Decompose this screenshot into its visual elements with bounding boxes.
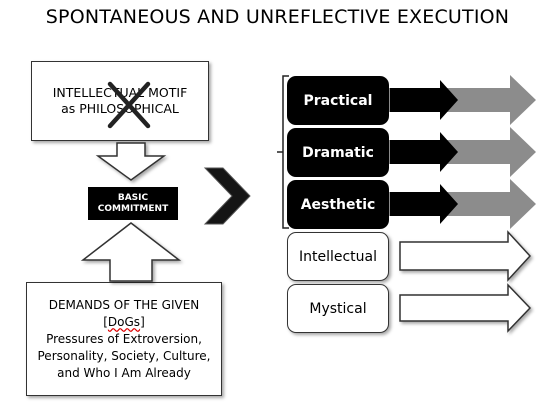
intellectual-motif-box: INTELLECTUAL MOTIF as PHILOSOPHICAL (31, 61, 209, 141)
down-arrow-outline (95, 142, 167, 181)
mode-mystical: Mystical (287, 284, 389, 333)
chevron-right-shape (203, 167, 251, 225)
mode-mystical-label: Mystical (309, 300, 367, 317)
demands-line2: Pressures of Extroversion, (46, 331, 202, 346)
mode-aesthetic: Aesthetic (287, 180, 389, 229)
gray-arrow-practical (385, 75, 536, 125)
mode-practical-label: Practical (303, 92, 373, 109)
mode-dramatic-label: Dramatic (302, 144, 374, 161)
basic-commitment-box: BASIC COMMITMENT (88, 187, 178, 220)
cross-out-x (107, 81, 151, 129)
demands-line1-suffix: ] (140, 314, 145, 329)
gray-arrow-aesthetic (385, 179, 536, 229)
basic-commitment-line2: COMMITMENT (97, 203, 169, 214)
demands-line4: and Who I Am Already (57, 365, 191, 380)
modes-bracket (277, 75, 289, 229)
gray-arrow-dramatic (385, 127, 536, 177)
demands-line1-prefix: DEMANDS OF THE GIVEN [ (48, 297, 200, 329)
mode-intellectual: Intellectual (287, 232, 389, 281)
diagram-title: SPONTANEOUS AND UNREFLECTIVE EXECUTION (45, 6, 510, 28)
up-arrow-outline (80, 222, 182, 282)
mode-dramatic: Dramatic (287, 128, 389, 177)
white-arrow-mystical (399, 283, 532, 333)
demands-line3: Personality, Society, Culture, (37, 348, 211, 363)
intellectual-motif-line2: as PHILOSOPHICAL (61, 101, 179, 116)
mode-aesthetic-label: Aesthetic (300, 196, 376, 213)
basic-commitment-line1: BASIC (117, 192, 149, 203)
mode-intellectual-label: Intellectual (298, 248, 378, 265)
mode-practical: Practical (287, 76, 389, 125)
demands-line1: DEMANDS OF THE GIVEN [DoGs] (27, 297, 221, 331)
demands-dogs-abbrev: DoGs (107, 314, 141, 329)
demands-of-the-given-box: DEMANDS OF THE GIVEN [DoGs] Pressures of… (26, 282, 222, 396)
white-arrow-intellectual (399, 230, 532, 282)
